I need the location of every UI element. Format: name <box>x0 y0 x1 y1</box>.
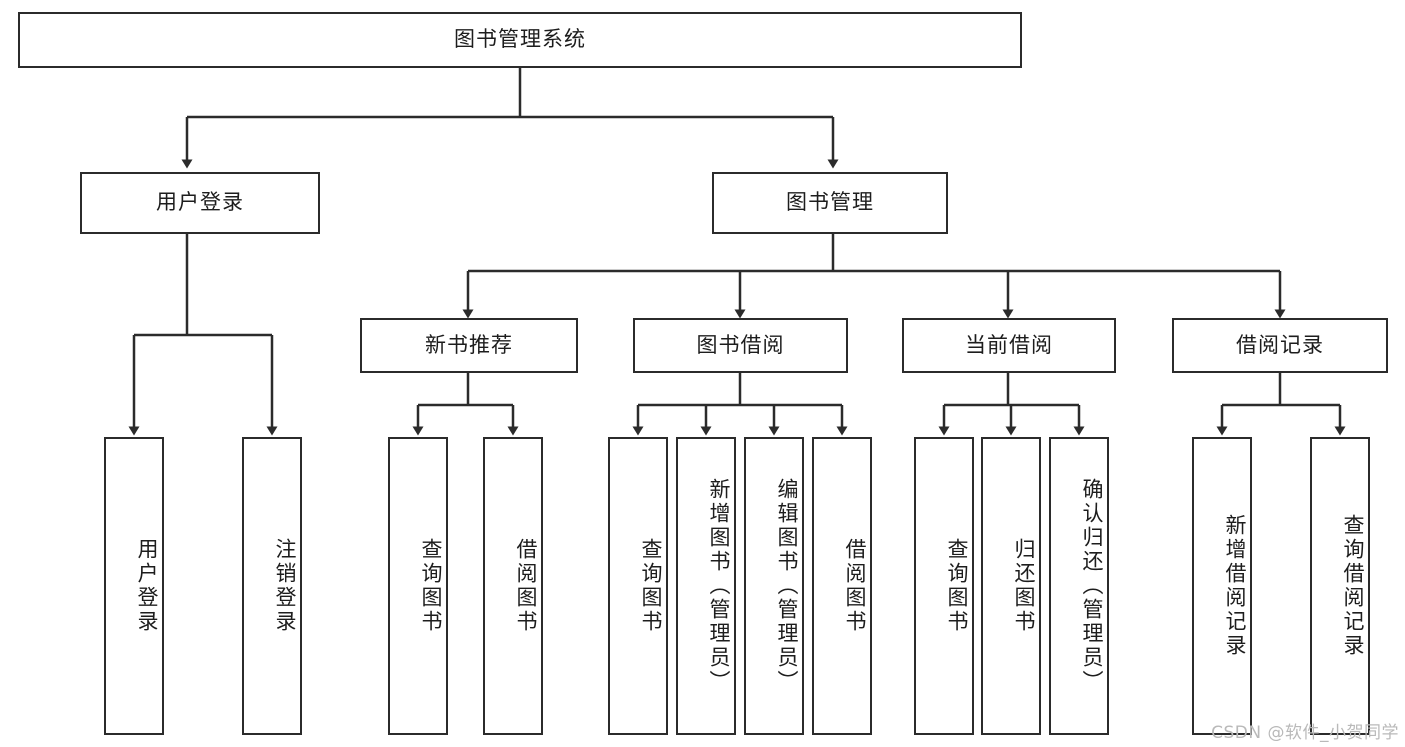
node-label: 用户登录 <box>135 538 159 634</box>
node-borrow-record[interactable]: 借阅记录 <box>1172 318 1388 373</box>
leaf-query-book-borrow[interactable]: 查询图书 <box>608 437 668 735</box>
leaf-query-book-current[interactable]: 查询图书 <box>914 437 974 735</box>
node-label: 查询图书 <box>945 538 969 634</box>
leaf-add-borrow-record[interactable]: 新增借阅记录 <box>1192 437 1252 735</box>
leaf-add-book-admin[interactable]: 新增图书（管理员） <box>676 437 736 735</box>
leaf-confirm-return-admin[interactable]: 确认归还（管理员） <box>1049 437 1109 735</box>
node-book-borrow[interactable]: 图书借阅 <box>633 318 848 373</box>
node-label: 借阅图书 <box>843 538 867 634</box>
node-book-management[interactable]: 图书管理 <box>712 172 948 234</box>
node-new-book-recommend[interactable]: 新书推荐 <box>360 318 578 373</box>
node-label: 新增图书（管理员） <box>707 478 731 694</box>
node-user-login[interactable]: 用户登录 <box>80 172 320 234</box>
leaf-query-book-recommend[interactable]: 查询图书 <box>388 437 448 735</box>
node-label: 图书管理系统 <box>454 27 586 52</box>
node-label: 图书管理 <box>786 190 874 215</box>
node-label: 借阅记录 <box>1236 332 1324 357</box>
node-label: 查询图书 <box>419 538 443 634</box>
node-label: 当前借阅 <box>965 332 1053 357</box>
node-label: 用户登录 <box>156 190 244 215</box>
leaf-borrow-book[interactable]: 借阅图书 <box>812 437 872 735</box>
leaf-logout[interactable]: 注销登录 <box>242 437 302 735</box>
leaf-borrow-book-recommend[interactable]: 借阅图书 <box>483 437 543 735</box>
leaf-edit-book-admin[interactable]: 编辑图书（管理员） <box>744 437 804 735</box>
leaf-return-book[interactable]: 归还图书 <box>981 437 1041 735</box>
node-label: 归还图书 <box>1012 538 1036 634</box>
node-label: 编辑图书（管理员） <box>775 478 799 694</box>
node-label: 新书推荐 <box>425 332 513 357</box>
node-label: 图书借阅 <box>696 332 785 357</box>
node-book-management-system[interactable]: 图书管理系统 <box>18 12 1022 68</box>
node-label: 新增借阅记录 <box>1223 514 1247 658</box>
node-label: 确认归还（管理员） <box>1080 478 1104 694</box>
node-label: 注销登录 <box>273 538 297 634</box>
leaf-user-login[interactable]: 用户登录 <box>104 437 164 735</box>
csdn-watermark: CSDN @软件_小贺同学 <box>1211 723 1399 743</box>
node-label: 借阅图书 <box>514 538 538 634</box>
node-label: 查询借阅记录 <box>1341 514 1365 658</box>
node-current-borrow[interactable]: 当前借阅 <box>902 318 1116 373</box>
leaf-query-borrow-record[interactable]: 查询借阅记录 <box>1310 437 1370 735</box>
node-label: 查询图书 <box>639 538 663 634</box>
